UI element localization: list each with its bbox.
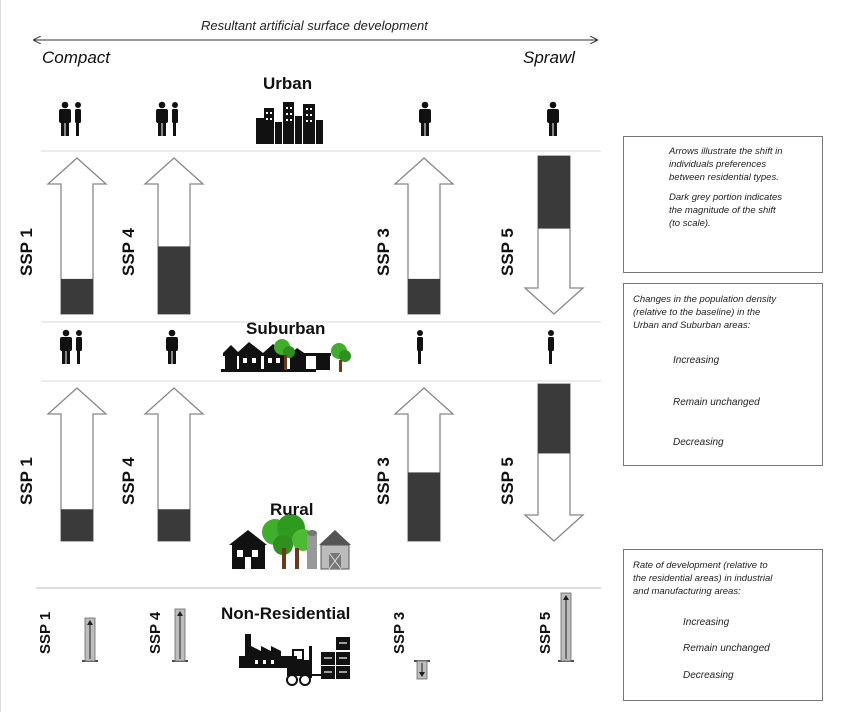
people-suburban-ssp1-large	[60, 329, 72, 364]
legend-density-decreasing: Decreasing	[673, 437, 724, 448]
legend-rate-box	[623, 549, 823, 701]
ssp4-label-upper: SSP 4	[119, 228, 138, 276]
legend-arrows-text-2: individuals preferences	[669, 159, 767, 170]
legend-rate-increasing: Increasing	[683, 617, 730, 628]
legend-density-text-3: Urban and Suburban areas:	[633, 320, 751, 331]
arrow-ssp3-upper	[393, 157, 455, 315]
person-suburban-ssp4	[166, 329, 178, 364]
legend-rate-unchanged: Remain unchanged	[683, 643, 770, 654]
legend-arrows-text-4: Dark grey portion indicates	[669, 192, 782, 203]
legend-rate-text-3: and manufacturing areas:	[633, 586, 741, 597]
ssp1-label-upper: SSP 1	[17, 228, 36, 276]
dev-arrow-ssp1	[82, 617, 98, 662]
legend-arrows-text-1: Arrows illustrate the shift in	[669, 146, 783, 157]
legend-density-text-1: Changes in the population density	[633, 294, 777, 305]
dev-arrow-ssp3	[414, 660, 430, 680]
legend-rate-text-2: the residential areas) in industrial	[633, 573, 773, 584]
ssp5-label-lower: SSP 5	[498, 457, 517, 505]
arrow-ssp4-lower-dark-portion	[158, 509, 190, 541]
factory-forklift-icon	[239, 634, 350, 686]
shift-arrows	[46, 155, 585, 542]
zone-label-non-residential: Non-Residential	[221, 604, 351, 623]
arrow-ssp3-lower	[393, 387, 455, 542]
arrow-ssp1-lower	[46, 387, 108, 542]
arrow-ssp3-upper-dark-portion	[408, 278, 440, 314]
legend-arrows-text-5: the magnitude of the shift	[669, 205, 776, 216]
people-urban-ssp1-thin	[75, 102, 81, 136]
person-urban-ssp3	[419, 101, 431, 136]
arrow-ssp1-upper-dark-portion	[61, 278, 93, 314]
ssp4-label-lower: SSP 4	[119, 457, 138, 505]
arrow-ssp3-lower-dark-portion	[408, 472, 440, 541]
person-suburban-ssp5	[548, 330, 554, 364]
people-urban-ssp4-large	[156, 101, 168, 136]
legend-arrows-box	[623, 136, 823, 273]
legend-rate-text-1: Rate of development (relative to	[633, 560, 768, 571]
ssp4-label-nonres: SSP 4	[147, 611, 164, 654]
arrow-ssp1-upper	[46, 157, 108, 315]
ssp3-label-upper: SSP 3	[374, 228, 393, 276]
person-urban-ssp5	[547, 101, 559, 136]
ssp5-label-upper: SSP 5	[498, 228, 517, 276]
arrow-ssp5-upper-dark-portion	[538, 156, 570, 229]
people-urban-ssp1-large	[59, 101, 71, 136]
people-suburban-ssp1-thin	[76, 330, 82, 364]
ssp1-label-lower: SSP 1	[17, 457, 36, 505]
arrow-ssp4-upper-dark-portion	[158, 246, 190, 314]
zone-label-rural: Rural	[270, 500, 314, 519]
legend-arrows-text-6: (to scale).	[669, 218, 711, 229]
arrow-ssp4-upper	[143, 157, 205, 315]
person-suburban-ssp3	[417, 330, 423, 364]
zone-label-urban: Urban	[263, 74, 313, 93]
development-rate-arrows	[82, 592, 574, 680]
city-icon	[256, 102, 323, 144]
people-icons	[59, 101, 559, 364]
arrow-ssp1-lower-dark-portion	[61, 509, 93, 541]
people-urban-ssp4-thin	[172, 102, 178, 136]
ssp5-label-nonres: SSP 5	[537, 611, 554, 654]
legend-rate-decreasing: Decreasing	[683, 670, 734, 681]
legend-density-box	[623, 283, 823, 466]
ssp3-label-lower: SSP 3	[374, 457, 393, 505]
dev-arrow-ssp5	[558, 592, 574, 662]
rural-farm-icon	[229, 514, 351, 570]
suburban-houses-icon	[221, 339, 351, 372]
legend-density-increasing: Increasing	[673, 355, 720, 366]
zone-label-suburban: Suburban	[246, 319, 326, 338]
arrow-ssp5-lower	[523, 383, 585, 542]
legend-density-unchanged: Remain unchanged	[673, 397, 760, 408]
legend-arrows-text-3: between residential types.	[669, 172, 779, 183]
ssp1-label-nonres: SSP 1	[37, 611, 54, 654]
arrow-ssp5-lower-dark-portion	[538, 384, 570, 454]
ssp3-label-nonres: SSP 3	[391, 611, 408, 654]
dev-arrow-ssp4	[172, 608, 188, 662]
sprawl-label: Sprawl	[523, 48, 575, 67]
compact-label: Compact	[42, 48, 111, 67]
arrow-ssp5-upper	[523, 155, 585, 315]
axis-title: Resultant artificial surface development	[201, 18, 428, 33]
legend-density-text-2: (relative to the baseline) in the	[633, 307, 761, 318]
arrow-ssp4-lower	[143, 387, 205, 542]
